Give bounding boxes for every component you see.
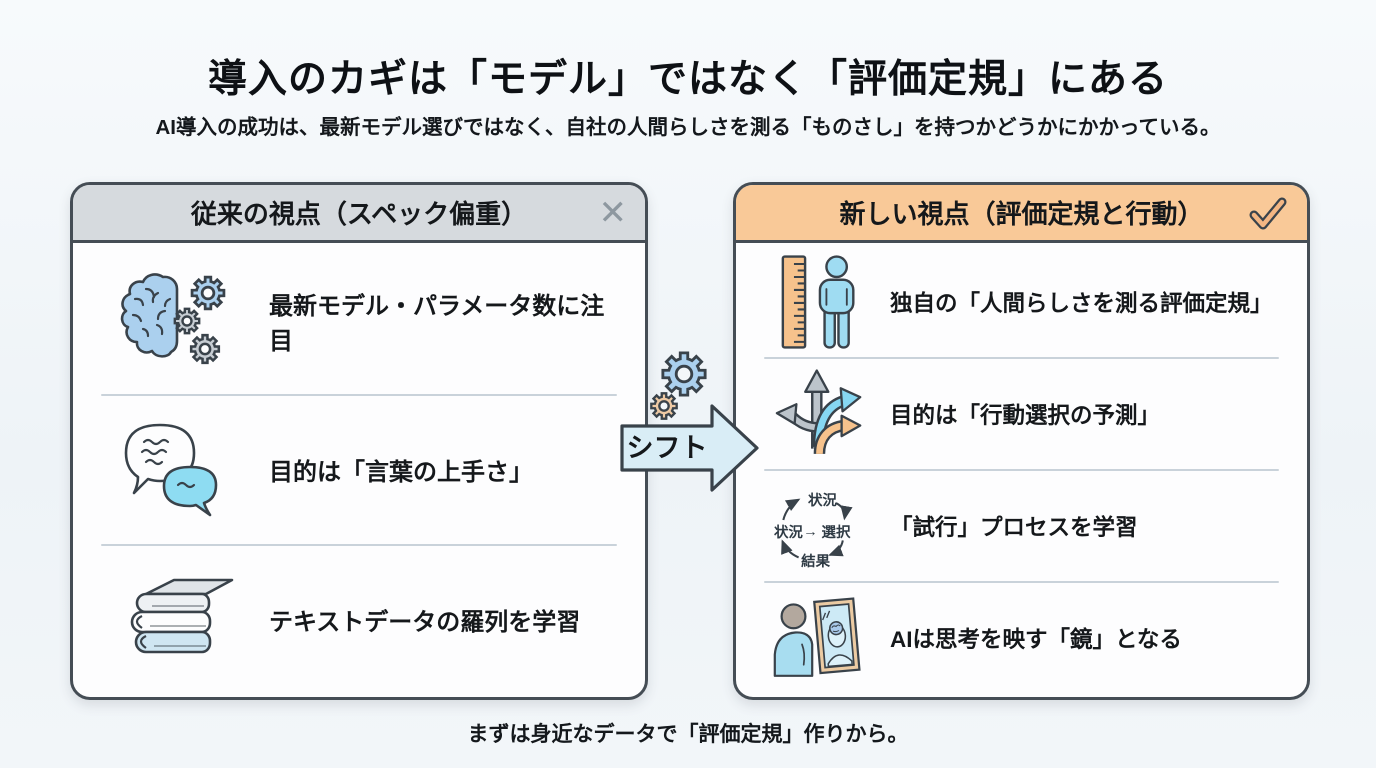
mirror-icon [768, 587, 870, 689]
divider [101, 394, 617, 397]
check-icon [1247, 185, 1289, 240]
books-icon [113, 555, 243, 683]
page-footer: まずは身近なデータで「評価定規」作りから。 [467, 723, 909, 746]
list-item-label: 独自の「人間らしさを測る評価定規」 [890, 291, 1273, 316]
branch-arrows-icon [768, 363, 870, 465]
cycle-label-left: 状況 [774, 523, 803, 541]
divider [764, 469, 1279, 471]
cycle-label-top: 状況 [808, 491, 837, 509]
ruler-person-icon [768, 251, 870, 353]
list-item: 目的は「言葉の上手さ」 [73, 396, 645, 543]
shift-arrow-group: シフト [600, 340, 775, 515]
close-icon: ✕ [598, 193, 628, 232]
list-item-label: 「試行」プロセスを学習 [890, 515, 1138, 540]
list-item: 独自の「人間らしさを測る評価定規」 [736, 247, 1307, 357]
list-item-label: AIは思考を映す「鏡」となる [890, 627, 1182, 652]
list-item: 状況 状況 → 選択 結果 「試行」プロセスを学習 [736, 471, 1307, 581]
list-item-label: 最新モデル・パラメータ数に注目 [269, 292, 605, 355]
divider [101, 543, 617, 546]
panel-traditional-header: 従来の視点（スペック偏重） ✕ [73, 185, 645, 243]
list-item-label: テキストデータの羅列を学習 [269, 608, 581, 636]
cycle-arrow-glyph: → [803, 524, 817, 540]
list-item-label: 目的は「言葉の上手さ」 [269, 459, 533, 487]
gear-icon [661, 351, 707, 397]
page-subtitle: AI導入の成功は、最新モデル選びではなく、自社の人間らしさを測る「ものさし」を持… [155, 116, 1221, 139]
cycle-label-bottom: 結果 [801, 552, 830, 570]
panel-new-body: 独自の「人間らしさを測る評価定規」 [736, 243, 1307, 697]
shift-arrow-label: シフト [627, 433, 708, 463]
panel-new-view: 新しい視点（評価定規と行動） 独自の「人間らしさを測る評価定規 [733, 182, 1310, 700]
list-item: 最新モデル・パラメータ数に注目 [73, 247, 645, 394]
cycle-label-center: 選択 [822, 523, 851, 541]
gear-icon-small [650, 392, 678, 420]
shift-arrow-shape [620, 404, 759, 492]
list-item: 目的は「行動選択の予測」 [736, 359, 1307, 469]
panel-traditional-view: 従来の視点（スペック偏重） ✕ [70, 182, 648, 700]
panel-new-header: 新しい視点（評価定規と行動） [736, 185, 1307, 243]
divider [764, 357, 1279, 359]
panel-traditional-title: 従来の視点（スペック偏重） [190, 199, 528, 229]
list-item: AIは思考を映す「鏡」となる [736, 583, 1307, 693]
cycle-diagram-icon: 状況 状況 → 選択 結果 [768, 475, 870, 577]
page-title: 導入のカギは「モデル」ではなく「評価定規」にある [207, 58, 1168, 101]
divider [764, 581, 1279, 583]
panel-new-title: 新しい視点（評価定規と行動） [839, 199, 1204, 229]
brain-gears-icon [113, 257, 243, 385]
speech-bubbles-icon [113, 406, 243, 534]
list-item: テキストデータの羅列を学習 [73, 546, 645, 693]
list-item-label: 目的は「行動選択の予測」 [890, 403, 1161, 428]
panel-traditional-body: 最新モデル・パラメータ数に注目 目的は「言葉の上手さ」 [73, 243, 645, 697]
